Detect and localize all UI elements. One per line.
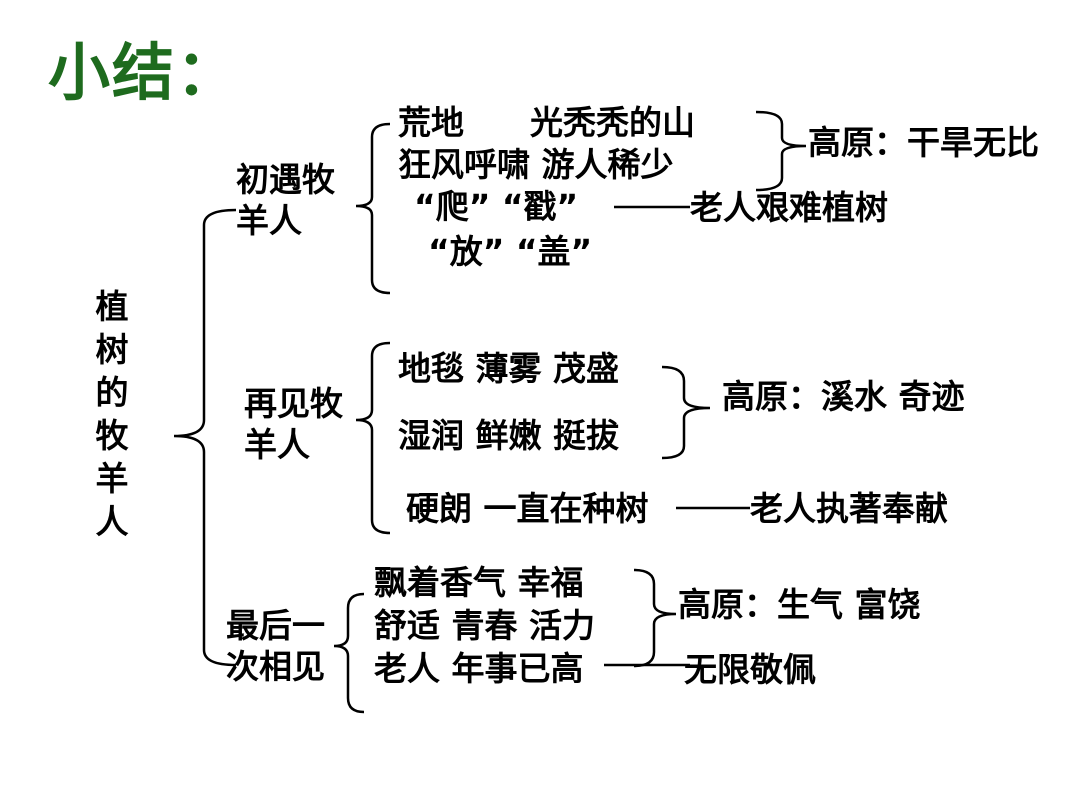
section3-conclusion: 无限敬佩 [684,650,816,689]
page-title: 小结： [48,36,241,109]
section1-item: “爬” “戳” [414,187,579,226]
section3-bracket [333,592,365,714]
section2-conclusion: 老人执著奉献 [750,489,948,528]
section2-label-line1: 再见牧 [244,384,343,423]
section3-label: 最后一 次相见 [226,605,325,688]
section1-label: 初遇牧 羊人 [236,159,335,242]
main-bracket [173,208,237,667]
section3-summary: 高原：生气 富饶 [678,585,921,624]
section3-item: 老人 年事已高 [374,649,584,688]
section2-label: 再见牧 羊人 [244,383,343,466]
section1-brace [755,110,807,192]
section3-label-line1: 最后一 [226,606,325,645]
section1-label-line1: 初遇牧 [236,160,335,199]
section1-item: “放” “盖” [428,232,593,271]
section2-summary: 高原：溪水 奇迹 [722,377,965,416]
section3-item: 舒适 青春 活力 [374,606,595,645]
section2-label-line2: 羊人 [244,425,310,465]
section2-item: 湿润 鲜嫩 挺拔 [398,416,619,455]
section1-summary: 高原：干旱无比 [808,123,1039,162]
root-topic: 植树的牧羊人 [95,287,129,541]
section2-bracket [355,341,391,535]
section2-item: 硬朗 一直在种树 [406,489,649,528]
section1-label-line2: 羊人 [236,201,302,241]
section3-item: 飘着香气 幸福 [374,563,584,602]
section2-item: 地毯 薄雾 茂盛 [398,349,619,388]
section3-brace [633,568,677,668]
section1-bracket [355,122,391,295]
section1-conclusion: 老人艰难植树 [690,188,888,227]
section2-brace [661,365,711,460]
section1-item: 狂风呼啸 游人稀少 [398,145,674,184]
section3-label-line2: 次相见 [226,647,325,687]
section1-item: 荒地 光秃秃的山 [398,103,695,142]
